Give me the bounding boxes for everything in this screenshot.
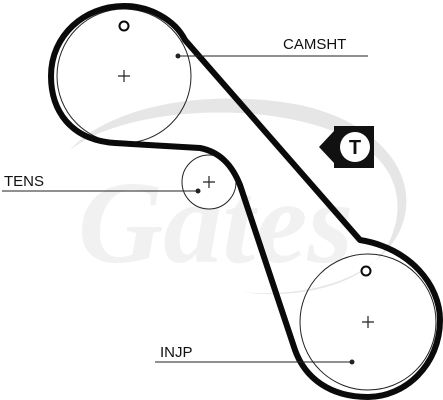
injection-pump-leader-dot xyxy=(349,359,355,365)
injection-pump-pulley-outline xyxy=(299,253,437,391)
injection-pump-callout: INJP xyxy=(155,344,355,365)
timing-belt xyxy=(48,3,443,400)
camshaft-center-cross-icon xyxy=(118,70,130,82)
injection-pump-center-cross-icon xyxy=(362,316,374,328)
timing-badge-circle xyxy=(340,132,370,162)
tensioner-callout: TENS xyxy=(2,173,201,194)
tensioner-center-cross-icon xyxy=(203,176,215,188)
camshaft-timing-mark xyxy=(118,20,130,32)
injection-pump-timing-mark xyxy=(360,265,372,277)
camshaft-callout: CAMSHT xyxy=(175,36,368,59)
tensioner-label: TENS xyxy=(4,173,44,190)
tensioner-leader-dot xyxy=(195,188,201,194)
camshaft-label: CAMSHT xyxy=(283,36,346,53)
injection-pump-pulley xyxy=(299,253,437,391)
timing-badge: T xyxy=(319,126,374,168)
injection-pump-label: INJP xyxy=(160,344,193,361)
watermark-text: Gates xyxy=(78,157,353,288)
camshaft-leader-dot xyxy=(175,53,181,59)
timing-badge-letter: T xyxy=(349,137,361,159)
